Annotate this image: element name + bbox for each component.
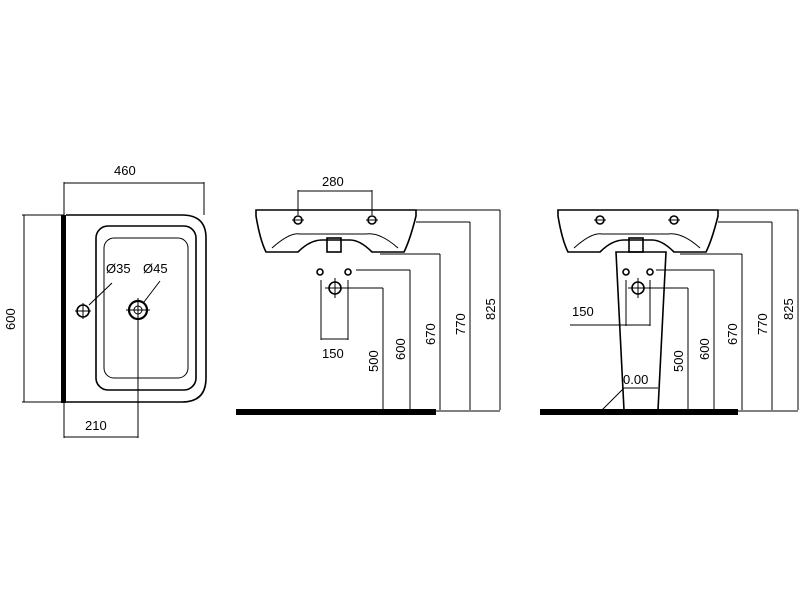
dim-side-height-600: 600	[697, 338, 712, 360]
top-view: 460 600 Ø35 Ø45 210	[3, 163, 207, 438]
waste-outlet	[326, 237, 342, 253]
dim-height-825: 825	[483, 298, 498, 320]
dim-side-height-770: 770	[755, 313, 770, 335]
dim-tap-offset-210: 210	[85, 418, 107, 433]
basin-front-profile	[255, 209, 417, 253]
dim-height-770: 770	[453, 313, 468, 335]
dim-width-460: 460	[114, 163, 136, 178]
dim-side-waste-offset-150: 150	[572, 304, 594, 319]
wall-bar	[61, 215, 66, 403]
basin-side-profile	[557, 209, 719, 253]
floor-front	[236, 409, 436, 415]
dim-holes-spacing-280: 280	[322, 174, 344, 189]
basin-outline	[66, 214, 207, 403]
dim-height-600: 600	[393, 338, 408, 360]
dim-height-670: 670	[423, 323, 438, 345]
dim-side-height-825: 825	[781, 298, 796, 320]
dim-depth-600: 600	[3, 308, 18, 330]
label-tap-diameter: Ø45	[143, 261, 168, 276]
dim-side-height-500: 500	[671, 350, 686, 372]
floor-side	[540, 409, 738, 415]
label-overflow-diameter: Ø35	[106, 261, 131, 276]
dim-side-height-670: 670	[725, 323, 740, 345]
inner-bowl-outer	[95, 225, 197, 391]
dim-waste-offset-150: 150	[322, 346, 344, 361]
label-floor-level: 0.00	[623, 372, 648, 387]
front-view: 280 150 500 600 670 770	[236, 174, 501, 415]
inner-bowl	[103, 237, 189, 379]
dim-height-500: 500	[366, 350, 381, 372]
side-view: 150 0.00 500 600 670 770 825	[540, 209, 799, 415]
